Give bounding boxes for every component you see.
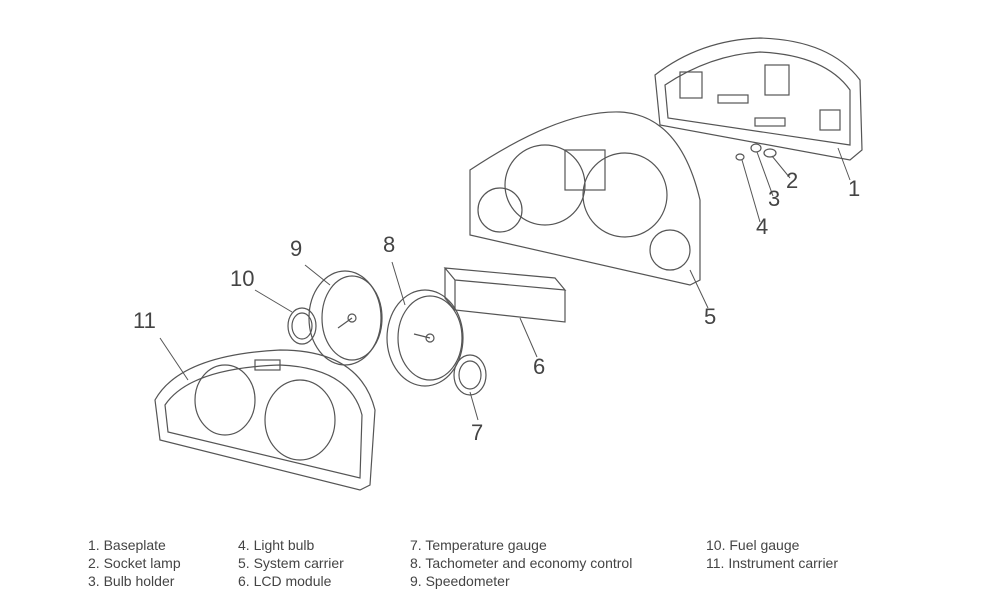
system-carrier-drawing xyxy=(469,111,701,286)
baseplate-drawing xyxy=(654,37,863,161)
callout-1: 1 xyxy=(848,176,861,201)
instrument-carrier-drawing xyxy=(154,349,376,491)
fuel-gauge-drawing xyxy=(287,307,317,345)
lcd-module-drawing xyxy=(443,267,567,323)
callout-5: 5 xyxy=(704,304,717,329)
legend-item: 4. Light bulb xyxy=(238,537,315,553)
callout-10: 10 xyxy=(230,266,255,291)
callout-4: 4 xyxy=(756,214,769,239)
legend-column-1: 1. Baseplate 2. Socket lamp 3. Bulb hold… xyxy=(88,536,181,590)
legend-item: 7. Temperature gauge xyxy=(410,537,547,553)
legend-column-2: 4. Light bulb 5. System carrier 6. LCD m… xyxy=(238,536,344,590)
callout-2: 2 xyxy=(786,168,799,193)
legend-item: 10. Fuel gauge xyxy=(706,537,800,553)
temperature-gauge-drawing xyxy=(453,354,487,396)
leader-lines xyxy=(159,147,851,421)
callout-11: 11 xyxy=(133,308,156,333)
legend-item: 3. Bulb holder xyxy=(88,573,175,589)
callout-6: 6 xyxy=(533,354,546,379)
callout-3: 3 xyxy=(768,186,781,211)
legend-column-3: 7. Temperature gauge 8. Tachometer and e… xyxy=(410,536,632,590)
legend-item: 9. Speedometer xyxy=(410,573,510,589)
legend-column-4: 10. Fuel gauge 11. Instrument carrier xyxy=(706,536,838,572)
callout-7: 7 xyxy=(471,420,484,445)
legend-item: 6. LCD module xyxy=(238,573,332,589)
legend-item: 1. Baseplate xyxy=(88,537,166,553)
bulb-parts-drawing xyxy=(735,143,777,161)
legend-item: 2. Socket lamp xyxy=(88,555,181,571)
callout-8: 8 xyxy=(383,232,396,257)
speedometer-drawing xyxy=(308,270,383,366)
callout-9: 9 xyxy=(290,236,303,261)
legend-item: 5. System carrier xyxy=(238,555,344,571)
legend-item: 8. Tachometer and economy control xyxy=(410,555,633,571)
tachometer-drawing xyxy=(386,289,464,387)
legend-item: 11. Instrument carrier xyxy=(706,555,839,571)
